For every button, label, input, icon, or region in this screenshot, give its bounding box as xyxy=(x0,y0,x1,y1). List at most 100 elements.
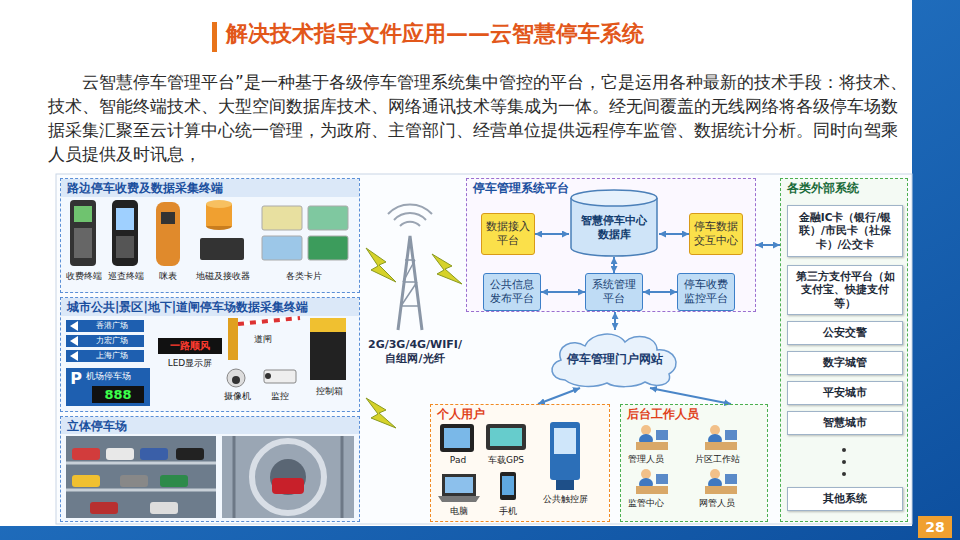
control-box-top xyxy=(310,318,346,332)
receiver-box xyxy=(200,238,244,260)
external-system-box: 其他系统 xyxy=(787,487,903,511)
slide-title: 解决技术指导文件应用——云智慧停车系统 xyxy=(226,20,644,48)
staff-caption: 网管人员 xyxy=(686,498,748,509)
panel-fill xyxy=(780,178,908,522)
digit-display: 888 xyxy=(94,386,142,403)
sign-text: 机场停车场 xyxy=(86,370,148,382)
box-label: 数据接入平台 xyxy=(486,220,530,248)
box-label: 公安交警 xyxy=(823,326,867,339)
car xyxy=(90,502,118,514)
terminal-screen xyxy=(116,208,134,230)
box-label: 金融IC卡（银行/银联）/市民卡（社保卡）/公交卡 xyxy=(792,211,898,250)
panel-heading: 立体停车场 xyxy=(61,417,359,435)
group-panel: 立体停车场 xyxy=(60,416,360,522)
device-caption: 地磁及接收器 xyxy=(192,271,254,282)
staff-monitor xyxy=(656,430,668,440)
staff-caption: 管理人员 xyxy=(616,454,676,465)
group-panel: 各类外部系统金融IC卡（银行/银联）/市民卡（社保卡）/公交卡第三方支付平台（如… xyxy=(780,178,908,522)
car xyxy=(272,478,304,494)
wireless-bolt xyxy=(366,248,396,282)
box-label: 数字城管 xyxy=(823,356,867,369)
cloud-outline xyxy=(552,334,676,387)
device-caption: 咪表 xyxy=(144,271,192,282)
gate-arm xyxy=(238,318,300,324)
wireless-bolt xyxy=(366,398,396,428)
card xyxy=(308,206,348,230)
car xyxy=(150,502,178,514)
box-label: 智慧停车中心数据库 xyxy=(579,214,649,242)
kiosk-stand xyxy=(556,480,574,490)
staff-head xyxy=(710,425,720,435)
external-system-box: 智慧城市 xyxy=(787,411,903,435)
kiosk-screen xyxy=(554,428,576,454)
handheld-terminal xyxy=(70,200,96,266)
card xyxy=(262,236,302,260)
car-gps xyxy=(486,424,526,450)
panel-heading: 城市公共|景区|地下|道闸停车场数据采集终端 xyxy=(61,298,359,316)
external-system-box: 数字城管 xyxy=(787,351,903,375)
car xyxy=(160,475,188,487)
gate-arm xyxy=(238,318,300,324)
device-caption: 车载GPS xyxy=(478,455,534,466)
staff-head xyxy=(641,469,651,479)
signal-waves xyxy=(388,204,432,226)
flow-arrow xyxy=(541,291,585,293)
ellipsis-dot xyxy=(842,460,846,464)
sign-text: 香港广场 xyxy=(82,320,142,332)
box-label: 智慧城市 xyxy=(823,416,867,429)
box-label: 停车管理门户网站 xyxy=(567,352,663,367)
device-caption: 巡查终端 xyxy=(102,271,150,282)
panel-heading: 个人用户 xyxy=(431,405,609,423)
device-caption: 手机 xyxy=(490,506,526,517)
car xyxy=(120,475,148,487)
garage-pillar xyxy=(341,436,344,518)
sign-text: 力宏广场 xyxy=(82,335,142,347)
device-caption: 摄像机 xyxy=(212,391,262,402)
external-system-box: 平安城市 xyxy=(787,381,903,405)
flow-arrow xyxy=(659,233,689,235)
gps-screen xyxy=(490,428,522,446)
flow-arrow xyxy=(614,312,616,330)
intro-paragraph: 云智慧停车管理平台”是一种基于各级停车管理系统集中管控的平台，它是运用各种最新的… xyxy=(48,70,908,166)
staff-monitor xyxy=(725,430,737,440)
car xyxy=(176,448,204,460)
camera-lens xyxy=(265,373,271,379)
staff-desk xyxy=(636,442,668,450)
device-caption: LED显示屏 xyxy=(152,358,228,369)
panel-fill xyxy=(60,297,360,412)
flow-arrow xyxy=(756,244,780,246)
panel-band xyxy=(61,179,359,197)
box-label: 公共信息发布平台 xyxy=(488,278,536,306)
device-caption: 道闸 xyxy=(246,334,280,345)
box-label: 平安城市 xyxy=(823,386,867,399)
group-panel: 停车管理系统平台数据接入平台智慧停车中心数据库停车数据交互中心公共信息发布平台系… xyxy=(466,178,756,312)
dome-camera xyxy=(227,369,245,387)
box-label: 第三方支付平台（如支付宝、快捷支付等） xyxy=(792,270,898,309)
parking-sign xyxy=(66,368,150,406)
wireless-bolt xyxy=(432,254,462,284)
platform-box: 停车数据交互中心 xyxy=(689,213,743,255)
digit-panel xyxy=(92,386,144,403)
car xyxy=(140,448,168,460)
car xyxy=(106,448,134,460)
external-system-box: 金融IC卡（银行/银联）/市民卡（社保卡）/公交卡 xyxy=(787,205,903,257)
led-screen xyxy=(158,338,222,354)
network-caption: 2G/3G/4G/WIFI/自组网/光纤 xyxy=(366,338,464,366)
title-bar xyxy=(212,22,217,52)
staff-caption: 片区工作站 xyxy=(686,454,748,465)
device-caption: 电脑 xyxy=(438,506,480,517)
sensor-top xyxy=(206,200,232,208)
page-number: 28 xyxy=(918,518,952,536)
garage-ring xyxy=(252,441,324,513)
figure-ground xyxy=(56,174,912,524)
staff-head xyxy=(641,425,651,435)
laptop-base xyxy=(438,496,480,502)
staff-caption: 监管中心 xyxy=(616,498,676,509)
garage-pillar xyxy=(233,436,236,518)
box-label: 停车数据交互中心 xyxy=(694,220,738,248)
guide-sign xyxy=(66,320,144,332)
flow-arrow xyxy=(643,291,677,293)
staff-monitor xyxy=(725,474,737,484)
platform-box: 系统管理平台 xyxy=(585,273,643,311)
